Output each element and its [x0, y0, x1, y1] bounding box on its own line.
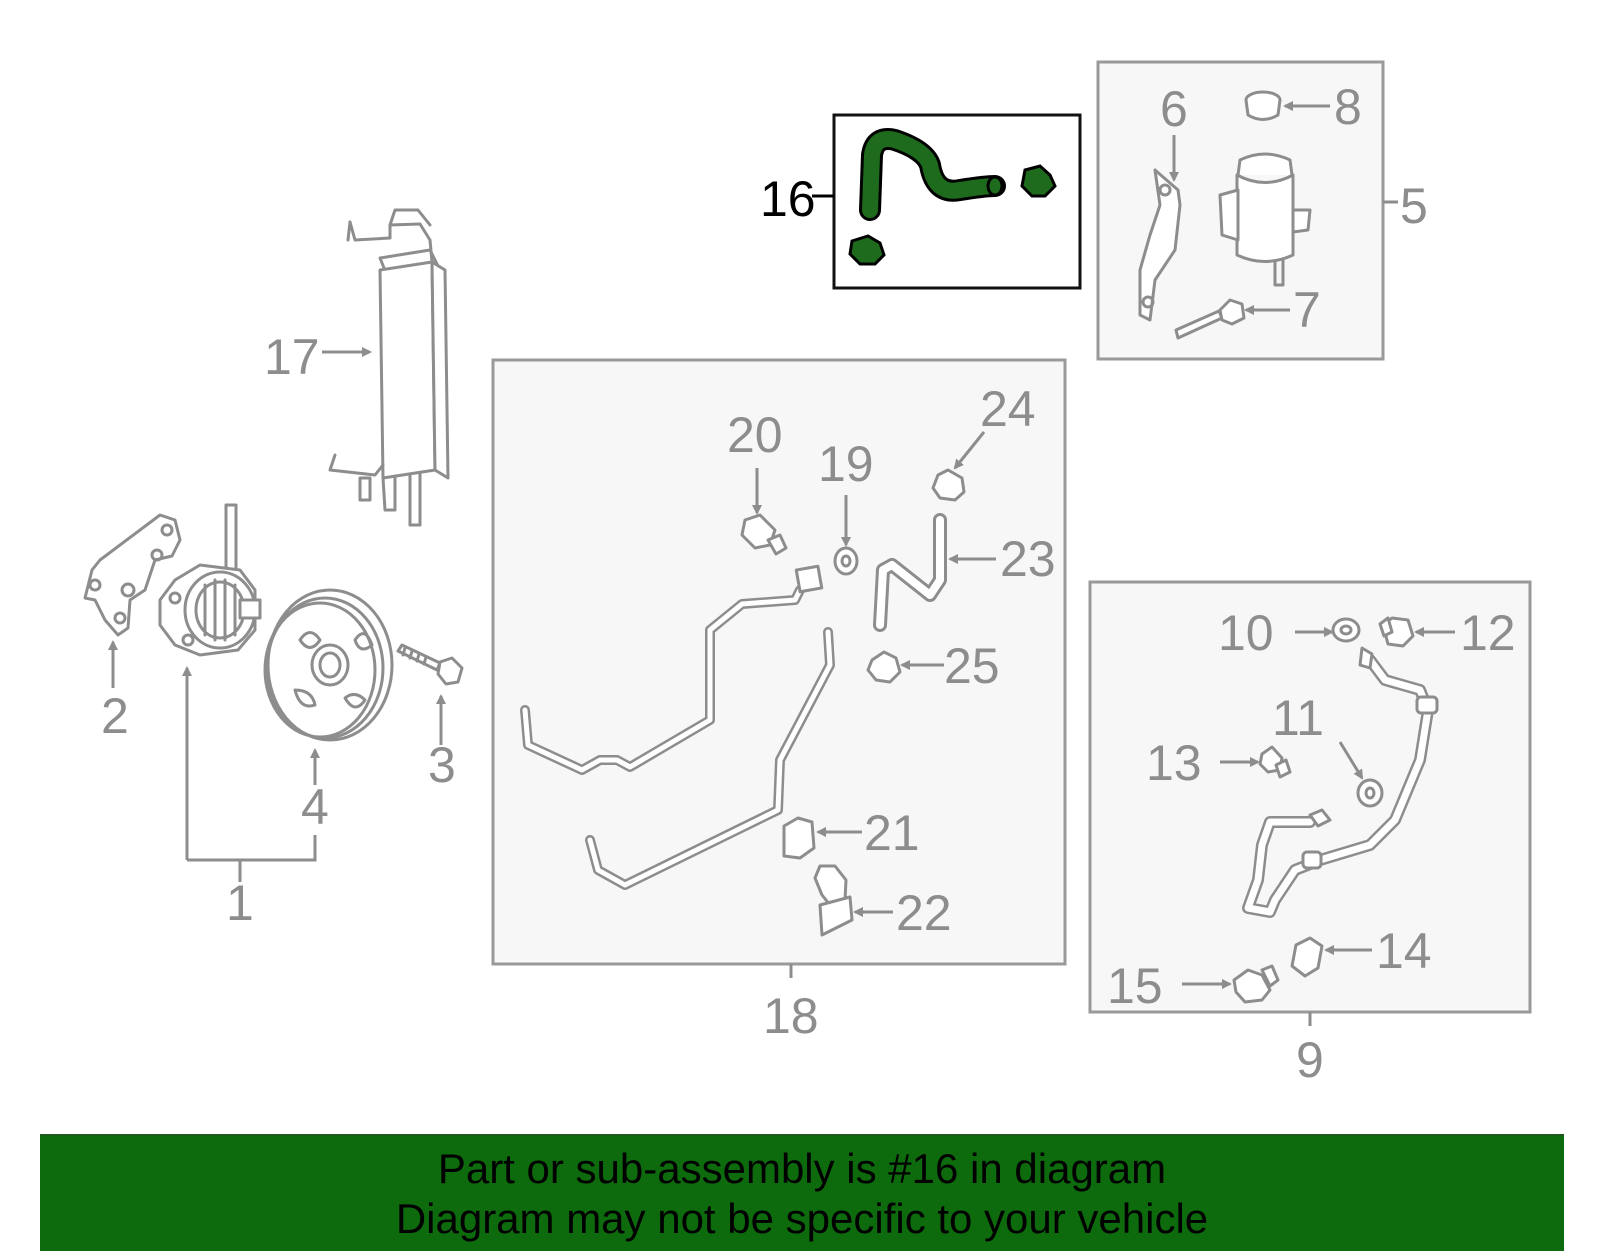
part-25-clamp[interactable] — [866, 650, 902, 684]
callout-21[interactable]: 21 — [864, 805, 920, 861]
part-16-clamp-lower[interactable] — [848, 234, 886, 266]
part-22-bracket[interactable] — [813, 864, 854, 937]
callout-5[interactable]: 5 — [1400, 178, 1428, 234]
part-4-pulley[interactable] — [263, 588, 394, 742]
part-18-return-line[interactable] — [585, 627, 835, 890]
leader-24 — [953, 431, 986, 470]
part-8-cap[interactable] — [1244, 90, 1282, 121]
part-20-fitting[interactable] — [740, 513, 788, 556]
part-3-bolt[interactable] — [396, 643, 464, 686]
part-12-fitting[interactable] — [1378, 616, 1415, 648]
callout-4[interactable]: 4 — [301, 779, 329, 835]
part-9-hose-assembly[interactable] — [1242, 646, 1439, 918]
part-11-washer[interactable] — [1356, 778, 1384, 808]
part-6-bracket[interactable] — [1138, 168, 1182, 322]
part-5-reservoir[interactable] — [1218, 152, 1312, 287]
part-16-clamp-upper[interactable] — [1020, 164, 1057, 198]
part-17-cooler[interactable] — [328, 208, 450, 527]
part-21-clamp[interactable] — [782, 816, 816, 860]
callout-11[interactable]: 11 — [1272, 690, 1324, 746]
callout-20[interactable]: 20 — [727, 407, 783, 463]
part-10-washer[interactable] — [1331, 617, 1361, 643]
callout-13[interactable]: 13 — [1146, 735, 1202, 791]
part-2-bracket[interactable] — [83, 513, 182, 637]
callout-9[interactable]: 9 — [1296, 1032, 1324, 1088]
leader-11 — [1338, 741, 1364, 780]
callout-17[interactable]: 17 — [264, 329, 320, 385]
group-box-18 — [491, 358, 1067, 966]
callout-22[interactable]: 22 — [896, 885, 952, 941]
group-box-9 — [1088, 580, 1532, 1014]
part-16-hose[interactable] — [859, 128, 1006, 221]
callout-18[interactable]: 18 — [763, 988, 819, 1044]
callout-15[interactable]: 15 — [1107, 958, 1163, 1014]
part-24-clamp[interactable] — [931, 468, 966, 502]
callout-25[interactable]: 25 — [944, 638, 1000, 694]
callout-24[interactable]: 24 — [980, 381, 1036, 437]
part-15-fitting[interactable] — [1232, 964, 1280, 1004]
info-banner: Part or sub-assembly is #16 in diagram D… — [40, 1134, 1564, 1251]
callout-3[interactable]: 3 — [428, 737, 456, 793]
banner-line-2: Diagram may not be specific to your vehi… — [395, 1194, 1209, 1242]
leader-1 — [187, 668, 317, 882]
callout-12[interactable]: 12 — [1460, 605, 1516, 661]
callout-8[interactable]: 8 — [1334, 79, 1362, 135]
callout-6[interactable]: 6 — [1160, 81, 1188, 137]
part-14-clamp[interactable] — [1290, 936, 1324, 978]
part-23-hose[interactable] — [873, 513, 947, 632]
callout-1[interactable]: 1 — [226, 875, 254, 931]
banner-line-1: Part or sub-assembly is #16 in diagram — [437, 1144, 1167, 1192]
callout-23[interactable]: 23 — [1000, 531, 1056, 587]
part-18-pressure-line[interactable] — [520, 564, 824, 775]
part-19-washer[interactable] — [833, 546, 859, 576]
callout-16[interactable]: 16 — [760, 171, 816, 227]
callout-10[interactable]: 10 — [1218, 605, 1274, 661]
part-13-fitting[interactable] — [1258, 745, 1292, 779]
callout-2[interactable]: 2 — [101, 688, 129, 744]
callout-14[interactable]: 14 — [1376, 923, 1432, 979]
part-7-bolt[interactable] — [1174, 298, 1246, 340]
callout-7[interactable]: 7 — [1293, 282, 1321, 338]
part-1-pump[interactable] — [158, 503, 262, 657]
callout-19[interactable]: 19 — [818, 436, 874, 492]
